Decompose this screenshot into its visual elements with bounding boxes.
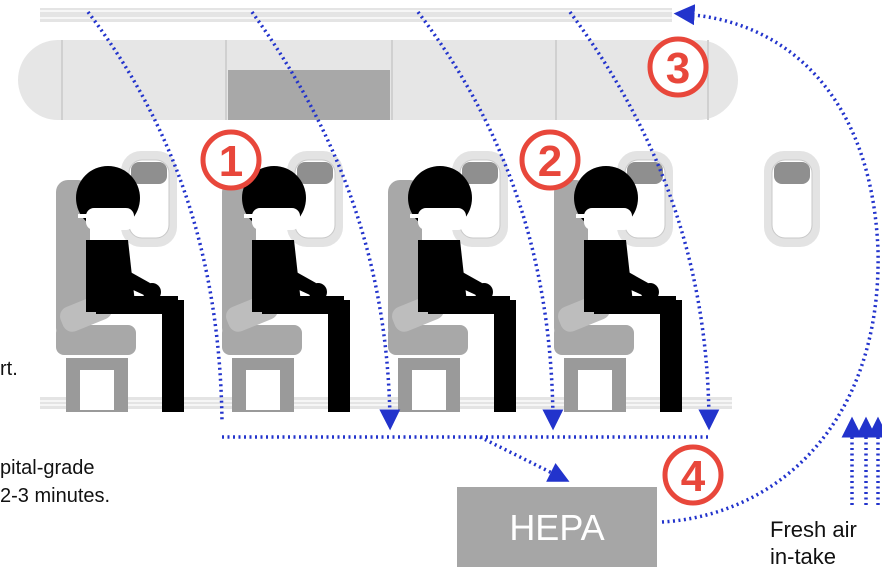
window-icon xyxy=(287,151,343,247)
step-marker-4: 4 xyxy=(662,444,724,506)
ceiling-vent-rail xyxy=(40,8,672,22)
window-icon xyxy=(764,151,820,247)
step-marker-3: 3 xyxy=(647,36,709,98)
step-marker-2: 2 xyxy=(519,129,581,191)
bin-open-panel xyxy=(228,70,390,120)
airflow-arrows xyxy=(86,4,882,524)
seat-icon xyxy=(56,180,136,412)
hepa-filter: HEPA xyxy=(457,487,657,567)
airflow-arrow-icon xyxy=(86,10,224,423)
step-marker-1: 1 xyxy=(200,129,262,191)
airflow-arrow-icon xyxy=(416,10,564,431)
step-number-2: 2 xyxy=(538,137,562,186)
overhead-bin xyxy=(18,40,738,120)
floor-vent-rail xyxy=(40,397,732,409)
step-number-3: 3 xyxy=(666,44,690,93)
recirculation-arrow xyxy=(661,4,880,524)
passenger-icon xyxy=(76,166,184,412)
passenger-seat-1 xyxy=(56,166,184,412)
fresh-air-label-line2: in-take xyxy=(770,544,836,569)
side-text-line-a: rt. xyxy=(0,358,18,380)
side-text-line-b: pital-grade xyxy=(0,457,95,479)
hepa-label: HEPA xyxy=(509,507,604,548)
fresh-air-label-line1: Fresh air xyxy=(770,517,857,542)
step-number-4: 4 xyxy=(681,452,706,501)
airflow-arrow-icon xyxy=(568,10,720,431)
airflow-arrow-icon xyxy=(479,435,570,482)
window-icon xyxy=(452,151,508,247)
side-text-line-c: 2-3 minutes. xyxy=(0,485,110,507)
step-number-1: 1 xyxy=(219,137,243,186)
